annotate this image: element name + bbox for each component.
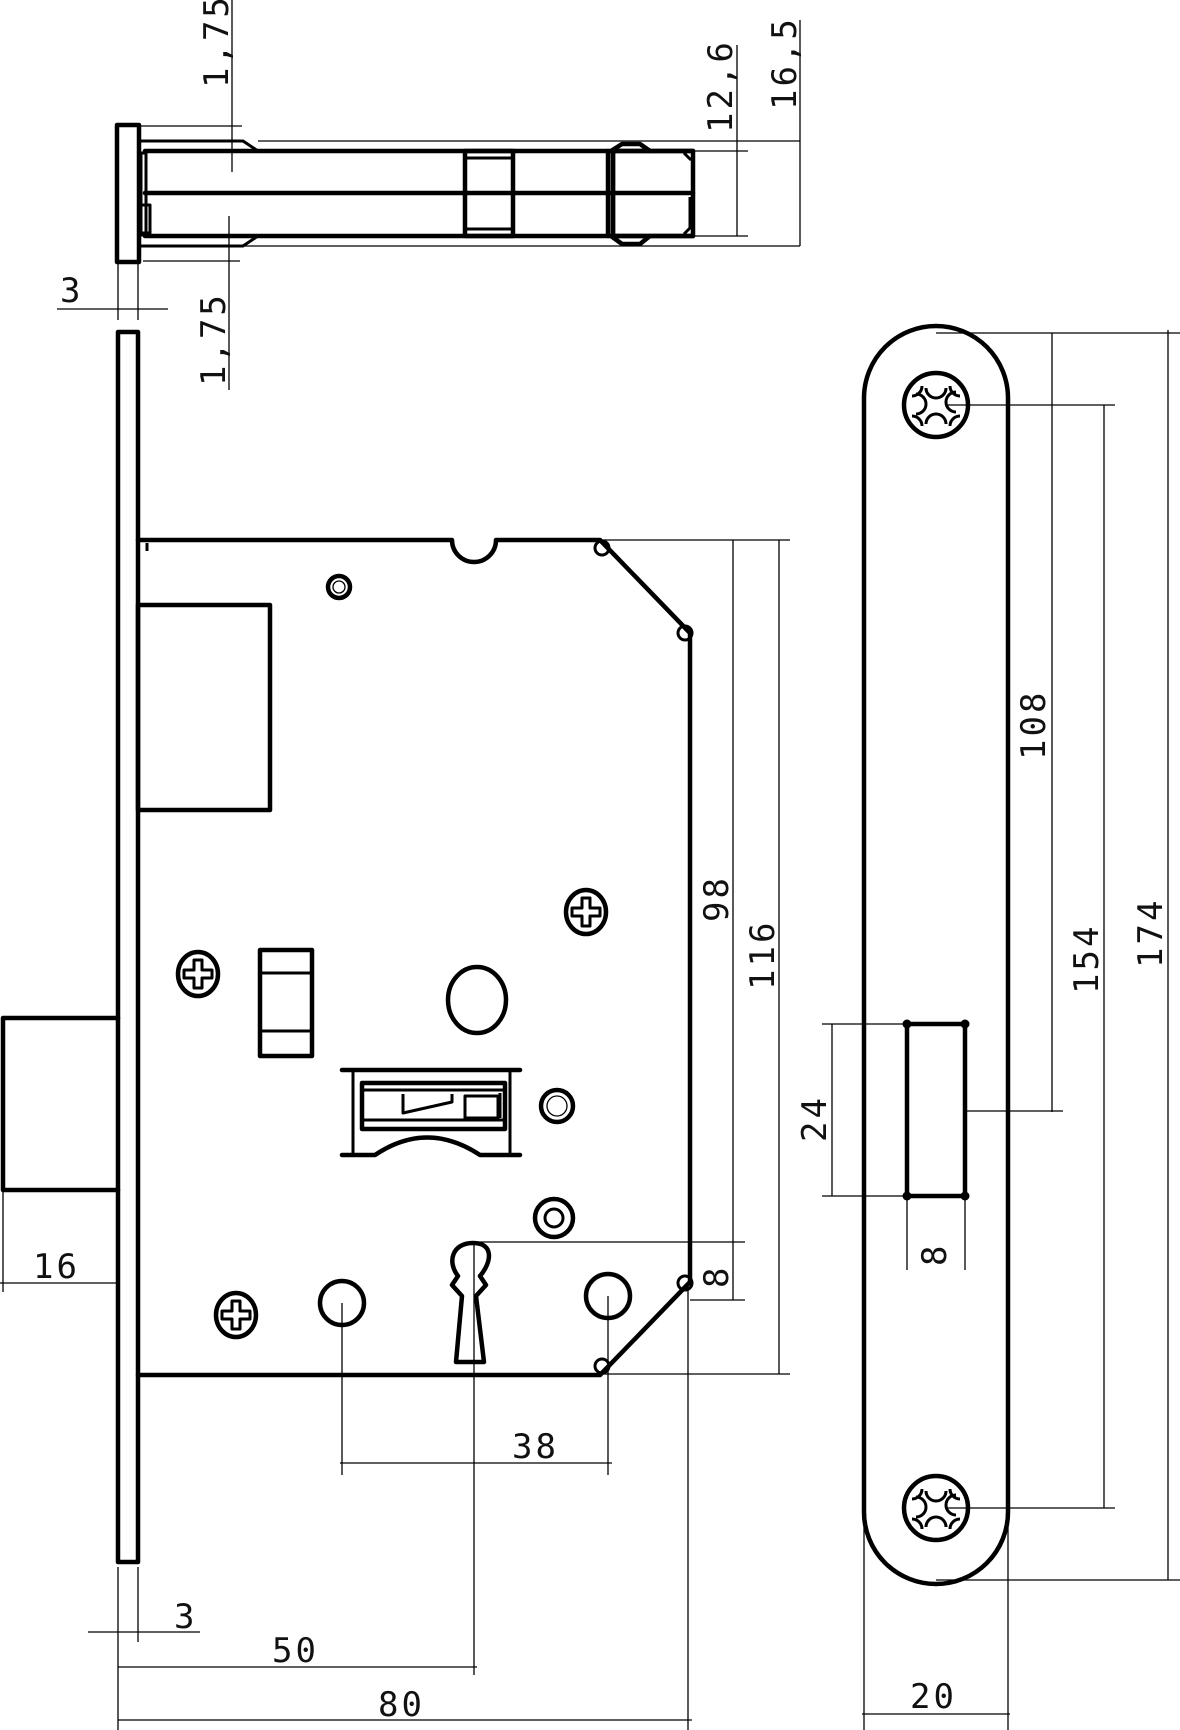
top-view: 1,75 1,75 3 12,6 16,5	[57, 0, 805, 390]
corner-rivet	[676, 624, 694, 642]
lock-case-outline	[135, 537, 693, 1378]
dim-top-faceplate-thickness: 3	[60, 271, 83, 311]
corner-rivet	[593, 1357, 611, 1375]
ring-rivet	[532, 1196, 576, 1240]
dim-total-length: 174	[1131, 898, 1171, 968]
corner-rivet	[593, 539, 611, 557]
dim-bottom-flange-offset: 1,75	[194, 292, 234, 386]
dim-opening-width: 8	[915, 1243, 955, 1266]
dim-case-height-outer: 116	[743, 920, 783, 990]
strike-opening	[904, 1021, 968, 1199]
top-latch-block	[462, 148, 516, 239]
phillips-screw-icon	[175, 949, 221, 999]
dim-screw-spacing: 154	[1067, 924, 1107, 994]
front-faceplate	[115, 329, 141, 1565]
lever-window	[339, 1067, 523, 1158]
dim-backset: 50	[272, 1631, 319, 1671]
dim-top-flange-offset: 1,75	[197, 0, 237, 88]
phillips-screw-icon	[563, 887, 609, 937]
dim-plate-width: 20	[910, 1677, 957, 1717]
keyhole	[449, 1240, 492, 1365]
strike-plate: 108 154 174 24 8 20	[795, 323, 1180, 1730]
dim-keyhole-offset: 8	[697, 1265, 737, 1288]
dim-latch-offset: 108	[1014, 690, 1054, 760]
dim-body-height-outer: 16,5	[765, 16, 805, 110]
top-faceplate	[114, 122, 142, 265]
dim-latch-projection: 16	[33, 1247, 80, 1287]
corner-rivet	[676, 1274, 694, 1292]
top-end-block	[610, 148, 696, 239]
deadbolt	[135, 602, 273, 813]
strike-plate-outline	[861, 323, 1011, 1587]
latch-bolt	[0, 1015, 121, 1193]
follower-slot	[257, 947, 315, 1059]
top-body-outline-bottom	[139, 234, 259, 248]
dim-body-height-inner: 12,6	[701, 39, 741, 133]
spindle-hole	[445, 964, 509, 1036]
dim-opening-height: 24	[795, 1095, 835, 1142]
dim-front-faceplate-thickness: 3	[174, 1597, 197, 1637]
rivet	[325, 573, 353, 601]
front-view: 16 3 50 80 38 98 116 8	[0, 329, 790, 1730]
phillips-screw-icon	[213, 1290, 259, 1340]
ring-rivet	[538, 1087, 576, 1125]
dim-hole-spacing: 38	[512, 1427, 559, 1467]
dim-body-depth: 80	[378, 1685, 425, 1725]
dim-case-height-inner: 98	[697, 875, 737, 922]
